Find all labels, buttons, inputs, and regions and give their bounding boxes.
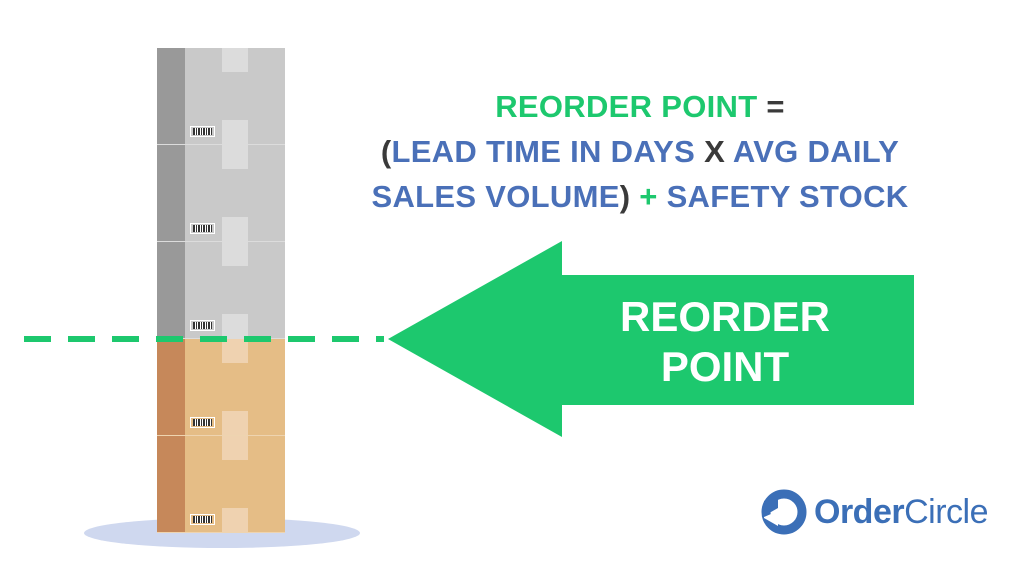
formula-close-paren: ) xyxy=(619,179,631,214)
formula-open-paren: ( xyxy=(380,134,392,169)
reorder-formula: REORDER POINT = (LEAD TIME IN DAYS X AVG… xyxy=(330,84,950,219)
formula-times: X xyxy=(704,134,726,169)
formula-term-sales-volume: SALES VOLUME xyxy=(371,179,620,214)
formula-term-safety-stock: SAFETY STOCK xyxy=(666,179,909,214)
box-stack xyxy=(157,48,285,533)
ordercircle-logo-icon xyxy=(761,489,807,535)
formula-line-1: REORDER POINT = xyxy=(330,84,950,129)
box-tape xyxy=(222,339,248,363)
box-tape xyxy=(222,436,248,460)
formula-term-avg-daily: AVG DAILY xyxy=(732,134,900,169)
barcode-icon xyxy=(190,320,215,331)
arrow-label-line1: REORDER xyxy=(619,293,831,340)
formula-line-2: (LEAD TIME IN DAYS X AVG DAILY xyxy=(330,129,950,174)
box-side xyxy=(157,242,185,338)
logo-wordmark-bold: Order xyxy=(814,492,905,531)
arrow-label: REORDER POINT xyxy=(570,292,880,392)
formula-line-3: SALES VOLUME) + SAFETY STOCK xyxy=(330,174,950,219)
formula-plus: + xyxy=(639,179,658,214)
formula-term-lead-time: LEAD TIME IN DAYS xyxy=(391,134,696,169)
box-tape xyxy=(222,314,248,338)
box-tape xyxy=(222,48,248,72)
box-side xyxy=(157,145,185,241)
box-tape xyxy=(222,508,248,532)
box-tape xyxy=(222,145,248,169)
reorder-dashed-line xyxy=(24,336,384,342)
gray-box xyxy=(157,145,285,242)
box-side xyxy=(157,436,185,532)
brown-box xyxy=(157,339,285,436)
logo-wordmark: OrderCircle xyxy=(814,493,988,532)
barcode-icon xyxy=(190,126,215,137)
gray-box xyxy=(157,242,285,339)
box-tape xyxy=(222,120,248,144)
gray-box xyxy=(157,48,285,145)
formula-equals: = xyxy=(766,89,785,124)
barcode-icon xyxy=(190,417,215,428)
barcode-icon xyxy=(190,514,215,525)
box-side xyxy=(157,48,185,144)
barcode-icon xyxy=(190,223,215,234)
box-tape xyxy=(222,411,248,435)
box-tape xyxy=(222,217,248,241)
box-tape xyxy=(222,242,248,266)
left-arrow-icon xyxy=(388,241,914,437)
ordercircle-logo: OrderCircle xyxy=(758,487,988,537)
box-side xyxy=(157,339,185,435)
formula-term-reorder-point: REORDER POINT xyxy=(495,89,758,124)
brown-box xyxy=(157,436,285,533)
arrow-label-line2: POINT xyxy=(660,343,790,390)
logo-wordmark-light: Circle xyxy=(904,492,988,531)
